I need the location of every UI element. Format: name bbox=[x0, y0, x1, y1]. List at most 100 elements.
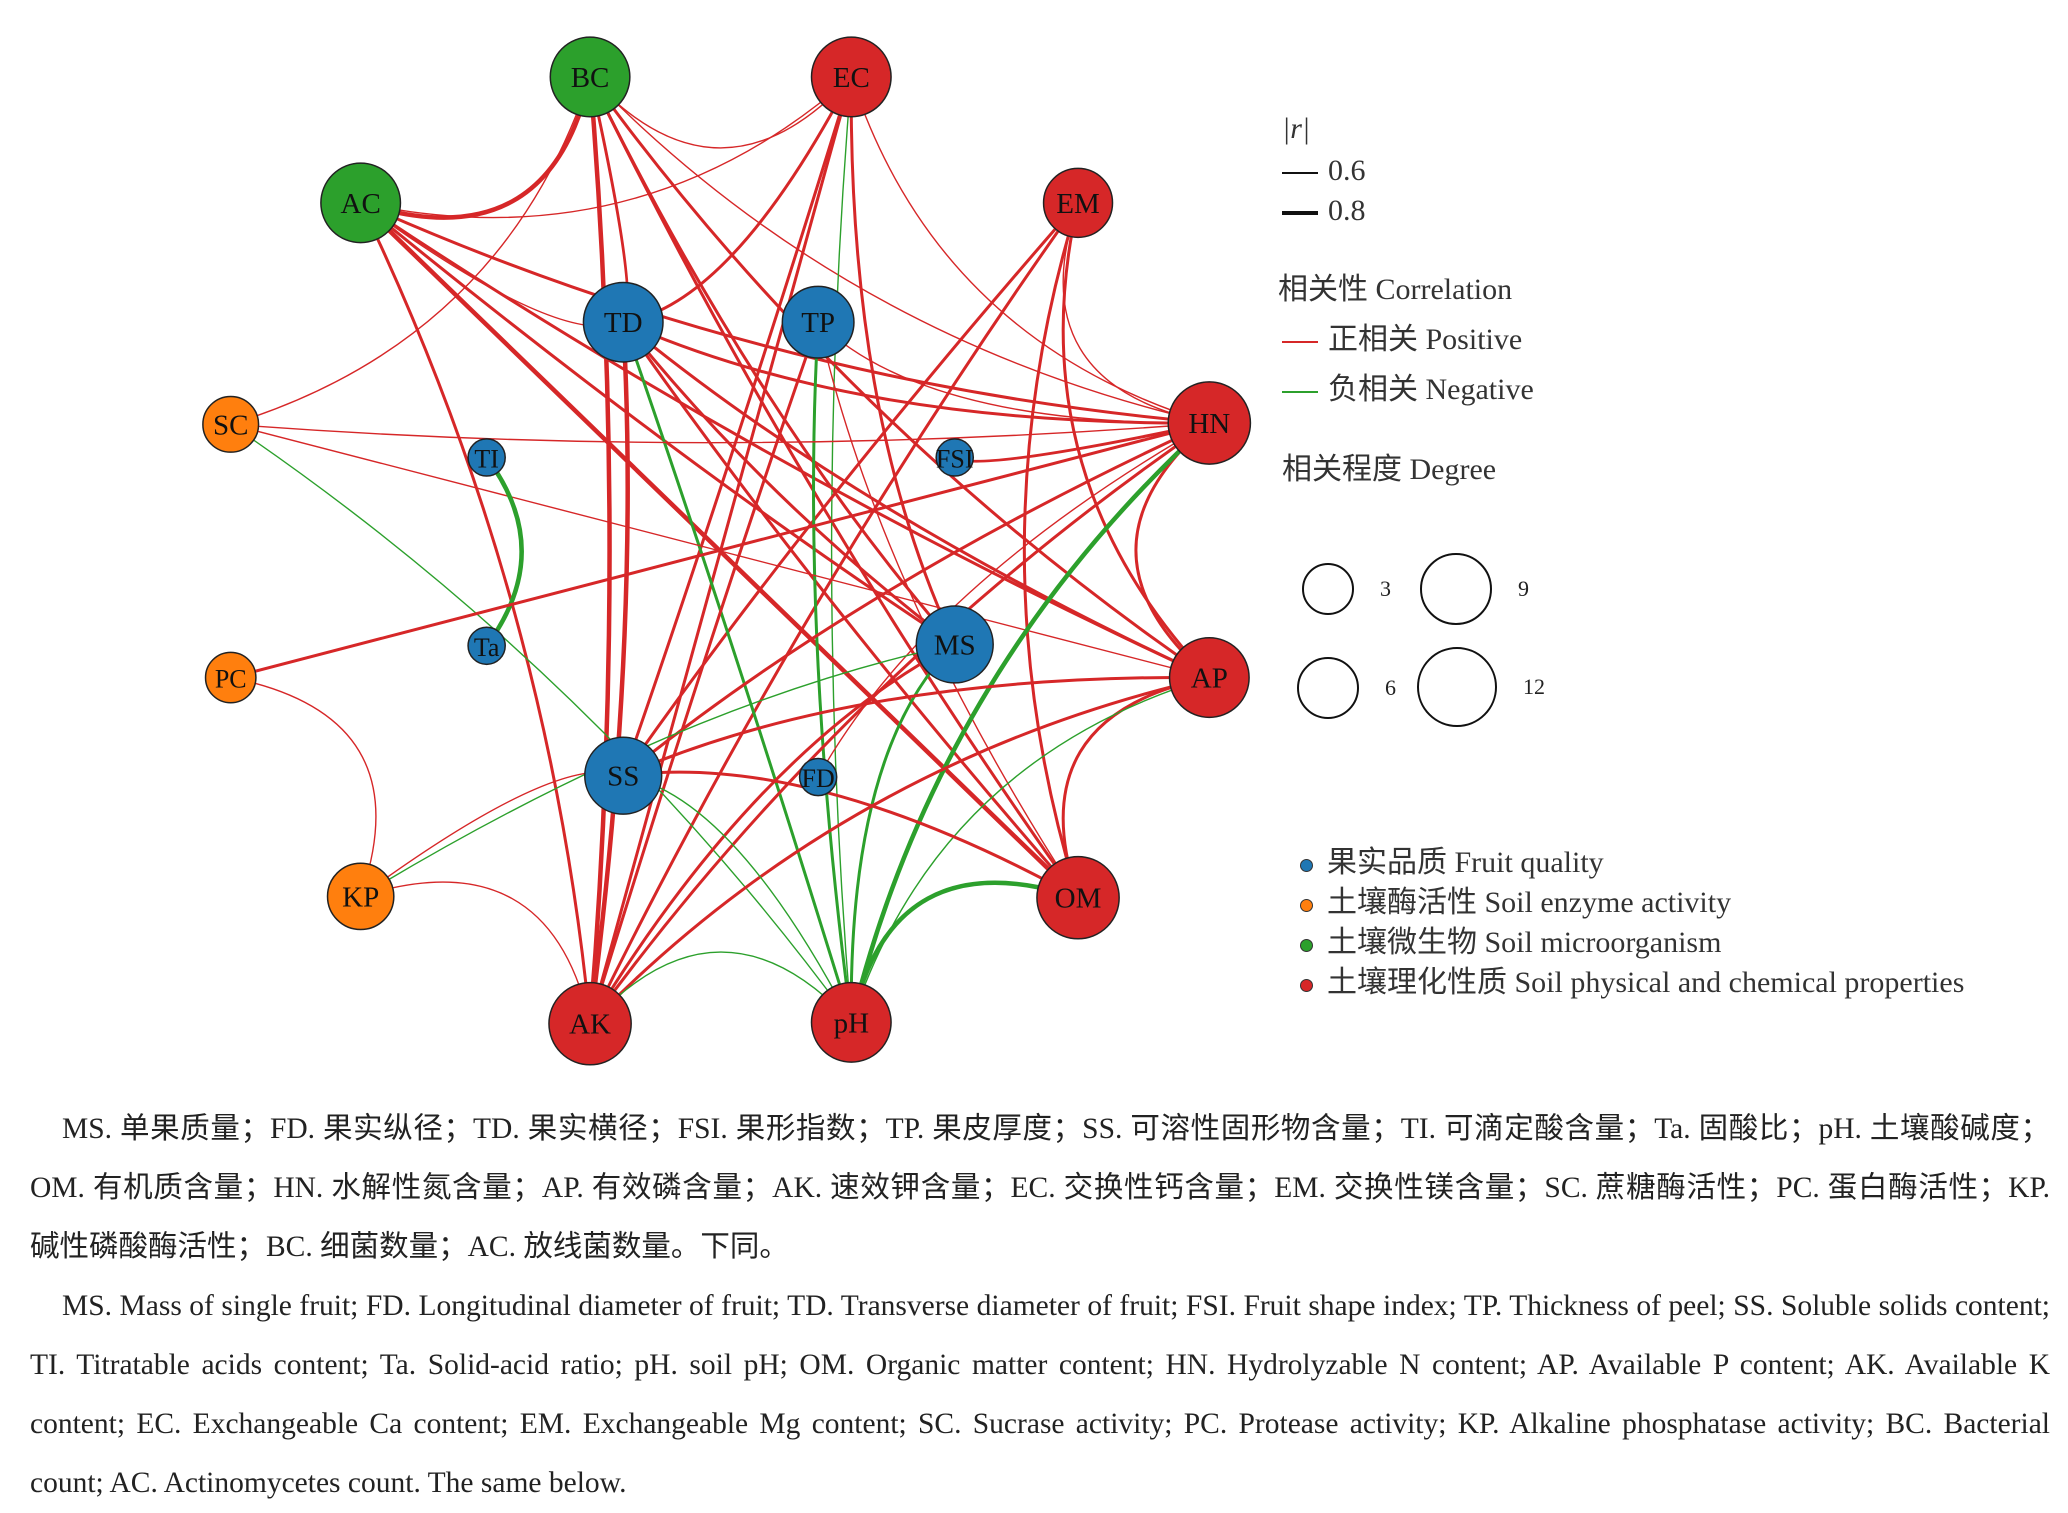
legend: |r| 0.6 0.8 相关性 Correlation 正相关 Positive… bbox=[1278, 112, 1534, 488]
node-EC: EC bbox=[810, 36, 892, 118]
node-circle bbox=[935, 438, 975, 477]
node-SC: SC bbox=[202, 395, 260, 453]
edge-HN-pH bbox=[849, 421, 1211, 1023]
node-AK: AK bbox=[548, 981, 632, 1066]
node-circle bbox=[202, 395, 260, 453]
edge-EC-AC bbox=[360, 76, 852, 219]
edge-SC-HN bbox=[230, 422, 1210, 444]
node-label: SC bbox=[213, 409, 248, 441]
degree-legend-12: 12 bbox=[1417, 647, 1545, 727]
node-KP: KP bbox=[326, 862, 395, 931]
category-label: 土壤酶活性 Soil enzyme activity bbox=[1327, 886, 1732, 919]
node-circle bbox=[1036, 855, 1120, 940]
edge-AP-pH bbox=[850, 676, 1210, 1023]
node-label: OM bbox=[1055, 883, 1102, 915]
r-legend-item: 0.8 bbox=[1282, 194, 1534, 228]
r-legend-label: 0.8 bbox=[1328, 194, 1366, 227]
node-label: FD bbox=[802, 764, 835, 793]
node-circle bbox=[798, 757, 838, 797]
node-label: MS bbox=[934, 629, 976, 661]
edge-TD-MS bbox=[622, 321, 956, 646]
edge-PC-HN bbox=[230, 421, 1210, 680]
node-circle bbox=[467, 626, 506, 666]
node-label: TI bbox=[474, 444, 499, 473]
degree-label: 6 bbox=[1385, 675, 1396, 700]
node-label: PC bbox=[215, 665, 247, 694]
node-label: EM bbox=[1056, 188, 1100, 220]
node-EM: EM bbox=[1042, 167, 1114, 239]
r-legend-item: 0.6 bbox=[1282, 154, 1534, 188]
edge-OM-SS bbox=[623, 770, 1079, 900]
edge-SS-pH bbox=[623, 775, 852, 1023]
edges bbox=[230, 76, 1211, 1025]
edge-TP-HN bbox=[817, 321, 1210, 424]
edge-HN-FD bbox=[817, 422, 1210, 778]
edge-EC-HN bbox=[850, 76, 1210, 424]
node-label: TD bbox=[604, 307, 643, 339]
edge-SC-BC bbox=[230, 76, 591, 425]
node-TP: TP bbox=[781, 285, 855, 359]
node-circle bbox=[549, 36, 631, 118]
node-MS: MS bbox=[915, 605, 994, 684]
category-label: 土壤微生物 Soil microorganism bbox=[1327, 926, 1722, 959]
degree-legend-6: 6 bbox=[1297, 657, 1396, 719]
node-AP: AP bbox=[1168, 637, 1250, 719]
degree-label: 12 bbox=[1523, 674, 1545, 699]
edge-SC-pH bbox=[230, 423, 852, 1023]
negative-legend-item: 负相关 Negative bbox=[1282, 364, 1534, 408]
edge-EC-pH bbox=[830, 76, 852, 1023]
node-label: FSI bbox=[936, 444, 974, 473]
degree-label: 9 bbox=[1518, 576, 1529, 601]
edge-BC-EC bbox=[589, 76, 852, 149]
edge-BC-AP bbox=[588, 76, 1211, 679]
negative-label: 负相关 Negative bbox=[1328, 373, 1534, 406]
r-legend-label: 0.6 bbox=[1328, 154, 1366, 187]
positive-label: 正相关 Positive bbox=[1328, 323, 1523, 356]
category-legend: 果实品质 Fruit quality 土壤酶活性 Soil enzyme act… bbox=[1300, 843, 1964, 1003]
caption-english: MS. Mass of single fruit; FD. Longitudin… bbox=[30, 1290, 2050, 1499]
node-FSI: FSI bbox=[935, 438, 975, 477]
edge-AP-SS bbox=[622, 675, 1210, 778]
node-TD: TD bbox=[582, 281, 664, 363]
node-SS: SS bbox=[584, 736, 663, 815]
edge-EM-OM bbox=[1022, 202, 1080, 899]
node-label: AK bbox=[569, 1009, 611, 1041]
edge-TP-pH bbox=[812, 322, 853, 1023]
node-HN: HN bbox=[1167, 381, 1252, 465]
node-circle bbox=[582, 281, 664, 363]
edge-BC-HN bbox=[589, 76, 1210, 424]
category-label: 土壤理化性质 Soil physical and chemical proper… bbox=[1327, 966, 1965, 999]
degree-legend-9: 9 bbox=[1420, 553, 1529, 625]
node-circle bbox=[467, 438, 506, 477]
edge-OM-pH bbox=[849, 880, 1079, 1023]
node-circle bbox=[915, 605, 994, 684]
node-circle bbox=[1042, 167, 1114, 239]
node-circle bbox=[810, 36, 892, 118]
category-label: 果实品质 Fruit quality bbox=[1327, 846, 1604, 879]
edge-SS-KP bbox=[360, 771, 624, 897]
node-circle bbox=[320, 162, 402, 244]
node-TI: TI bbox=[467, 438, 506, 477]
edge-HN-SS bbox=[622, 421, 1210, 777]
caption-chinese: MS. 单果质量；FD. 果实纵径；TD. 果实横径；FSI. 果形指数；TP.… bbox=[30, 1113, 2050, 1263]
degree-label: 3 bbox=[1380, 576, 1391, 601]
edge-TD-AK bbox=[587, 322, 630, 1024]
category-microorganism: 土壤微生物 Soil microorganism bbox=[1300, 923, 1964, 963]
edge-EC-SS bbox=[621, 76, 853, 777]
node-circle bbox=[204, 651, 257, 704]
node-label: Ta bbox=[474, 633, 500, 662]
node-AC: AC bbox=[320, 162, 402, 244]
node-label: pH bbox=[834, 1007, 870, 1039]
node-label: AC bbox=[341, 188, 381, 220]
node-label: AP bbox=[1191, 663, 1228, 695]
node-PC: PC bbox=[204, 651, 257, 704]
edge-EM-SS bbox=[621, 201, 1080, 777]
node-label: KP bbox=[342, 881, 379, 913]
positive-legend-item: 正相关 Positive bbox=[1282, 314, 1534, 358]
degree-legend-3: 3 bbox=[1302, 563, 1391, 615]
edge-TP-AK bbox=[588, 321, 820, 1025]
node-label: HN bbox=[1188, 408, 1230, 440]
edge-AK-pH bbox=[589, 951, 852, 1025]
